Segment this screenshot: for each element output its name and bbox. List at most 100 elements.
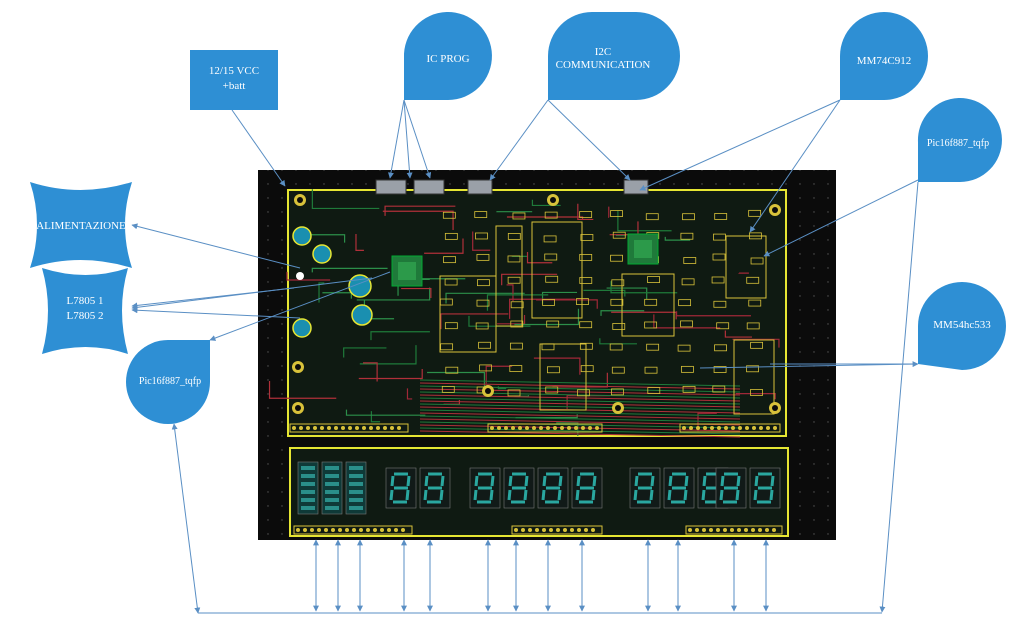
- component-pad: [545, 386, 559, 394]
- pin: [348, 426, 352, 430]
- component-pad: [644, 366, 658, 374]
- led-bar: [349, 506, 363, 510]
- ic-prog-connector-2: [413, 179, 445, 195]
- component-pad: [716, 322, 730, 330]
- copper-trace: [359, 345, 417, 365]
- pin: [532, 426, 536, 430]
- component-pad: [680, 232, 694, 240]
- bus-trace: [419, 400, 741, 408]
- copper-trace: [311, 267, 388, 273]
- component-pad: [544, 253, 558, 261]
- pin: [306, 426, 310, 430]
- copper-trace: [697, 412, 717, 432]
- pin: [383, 426, 387, 430]
- bus-trace: [419, 394, 741, 402]
- pin: [549, 528, 553, 532]
- led-bar: [349, 474, 363, 478]
- copper-trace: [343, 347, 387, 358]
- pin: [390, 426, 394, 430]
- pin: [504, 426, 508, 430]
- component-pad: [746, 365, 759, 373]
- pin: [751, 528, 755, 532]
- seven-segment-digit: [749, 467, 781, 509]
- component-pad: [750, 257, 764, 265]
- component-pad: [579, 211, 593, 218]
- bus-trace: [419, 385, 741, 393]
- component-pad: [713, 300, 727, 308]
- bus-trace: [419, 379, 741, 387]
- led-bar: [325, 482, 339, 486]
- pin: [320, 426, 324, 430]
- display-header-left: [293, 525, 413, 535]
- component-pad: [509, 365, 523, 372]
- component-pad: [681, 278, 695, 286]
- callout-i2c-line2: COMMUNICATION: [556, 59, 651, 71]
- dip-ic-7: [621, 273, 675, 337]
- pcb-board: [258, 170, 836, 540]
- component-pad: [611, 366, 625, 374]
- pin: [716, 528, 720, 532]
- pin: [695, 528, 699, 532]
- component-pad: [580, 234, 594, 241]
- capacitor-1: [292, 226, 312, 246]
- copper-trace: [506, 216, 584, 220]
- led-bar: [349, 466, 363, 470]
- pin: [752, 426, 756, 430]
- pin: [772, 528, 776, 532]
- callout-l7805: L7805 1 L7805 2: [42, 268, 128, 354]
- dip-ic-4: [439, 275, 497, 353]
- pin: [723, 528, 727, 532]
- pin: [303, 528, 307, 532]
- component-pad: [507, 389, 521, 397]
- component-pad: [712, 253, 726, 261]
- capacitor-2: [312, 244, 332, 264]
- component-pad: [712, 385, 726, 393]
- seven-segment-digit: [469, 467, 501, 509]
- copper-traces: [268, 189, 780, 438]
- component-pad: [444, 232, 458, 240]
- seven-segment-digit: [571, 467, 603, 509]
- component-pad: [507, 276, 521, 284]
- ic-prog-connector-1: [375, 179, 407, 195]
- component-pad: [683, 257, 697, 264]
- pin: [745, 426, 749, 430]
- copper-trace: [382, 210, 454, 231]
- callout-mm54hc533-text: MM54hc533: [933, 319, 991, 331]
- copper-trace: [732, 338, 780, 348]
- component-pad: [475, 322, 489, 330]
- pin: [511, 426, 515, 430]
- component-pad: [644, 321, 658, 329]
- pin: [577, 528, 581, 532]
- pin: [490, 426, 494, 430]
- pin: [759, 426, 763, 430]
- callout-alimentazione-text: ALIMENTAZIONE: [36, 220, 126, 232]
- pin: [331, 528, 335, 532]
- component-pad: [512, 212, 526, 220]
- led-bar: [301, 490, 315, 494]
- copper-trace: [286, 271, 331, 281]
- copper-trace: [401, 287, 432, 299]
- pin: [525, 426, 529, 430]
- component-pad: [677, 344, 691, 352]
- pin: [376, 426, 380, 430]
- component-pad: [477, 279, 490, 287]
- bus-trace: [419, 397, 741, 405]
- capacitor-3: [292, 318, 312, 338]
- led-bar: [325, 466, 339, 470]
- pin: [724, 426, 728, 430]
- callout-mm74c912: MM74C912: [840, 12, 928, 100]
- component-pad: [611, 279, 625, 287]
- pin: [765, 528, 769, 532]
- mm74c912-connector: [623, 179, 649, 195]
- bottom-bus-arrows: [313, 539, 769, 612]
- seven-segment-digit: [715, 467, 747, 509]
- callout-ic-prog-text: IC PROG: [426, 53, 469, 65]
- component-pad: [545, 275, 559, 283]
- callout-l7805-line1: L7805 1: [67, 295, 104, 307]
- copper-trace: [497, 315, 526, 325]
- component-pad: [647, 387, 661, 394]
- capacitor-5: [351, 304, 373, 326]
- component-pad: [713, 233, 726, 241]
- pin: [556, 528, 560, 532]
- component-pad: [681, 365, 694, 373]
